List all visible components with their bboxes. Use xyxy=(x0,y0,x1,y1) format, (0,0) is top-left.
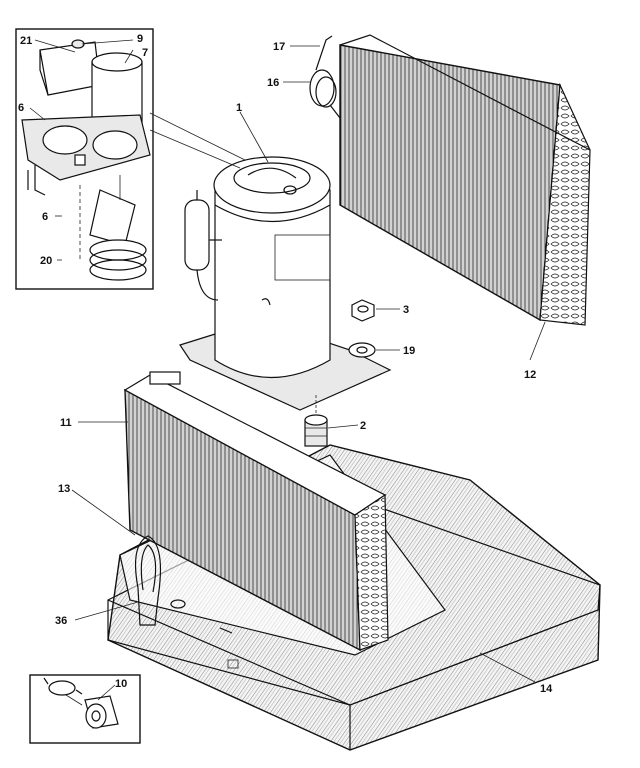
part-label-1: 1 xyxy=(236,102,242,114)
capillary-tube xyxy=(309,35,341,119)
part-label-21: 21 xyxy=(20,35,32,47)
part-label-7: 7 xyxy=(142,47,148,59)
part-label-16: 16 xyxy=(267,77,279,89)
washer xyxy=(348,342,376,358)
part-label-20: 20 xyxy=(40,255,52,267)
accumulator xyxy=(184,190,222,301)
part-label-6-bottom: 6 xyxy=(42,211,48,223)
part-label-3: 3 xyxy=(403,304,409,316)
evaporator-coil xyxy=(123,371,389,652)
part-label-12: 12 xyxy=(524,369,536,381)
part-label-19: 19 xyxy=(403,345,415,357)
condenser-coil xyxy=(339,34,591,326)
part-label-13: 13 xyxy=(58,483,70,495)
part-label-36: 36 xyxy=(55,615,67,627)
part-labels: 21 9 7 6 6 20 1 17 16 3 19 12 2 11 13 36… xyxy=(18,33,553,695)
inset-leader-line-2 xyxy=(149,129,241,169)
part-label-10: 10 xyxy=(115,678,127,690)
part-label-6-top: 6 xyxy=(18,102,24,114)
protector-inset xyxy=(15,28,154,290)
part-label-17: 17 xyxy=(273,41,285,53)
grommet xyxy=(304,414,328,447)
drain-hanger xyxy=(135,535,162,626)
leader-lines xyxy=(29,39,546,701)
inset-leader-line xyxy=(149,112,246,161)
part-label-9: 9 xyxy=(137,33,143,45)
nut xyxy=(351,299,375,322)
part-label-14: 14 xyxy=(540,683,553,695)
part-label-2: 2 xyxy=(360,420,366,432)
part-label-11: 11 xyxy=(60,417,72,429)
clamp-inset xyxy=(29,674,141,744)
compressor xyxy=(179,156,392,411)
